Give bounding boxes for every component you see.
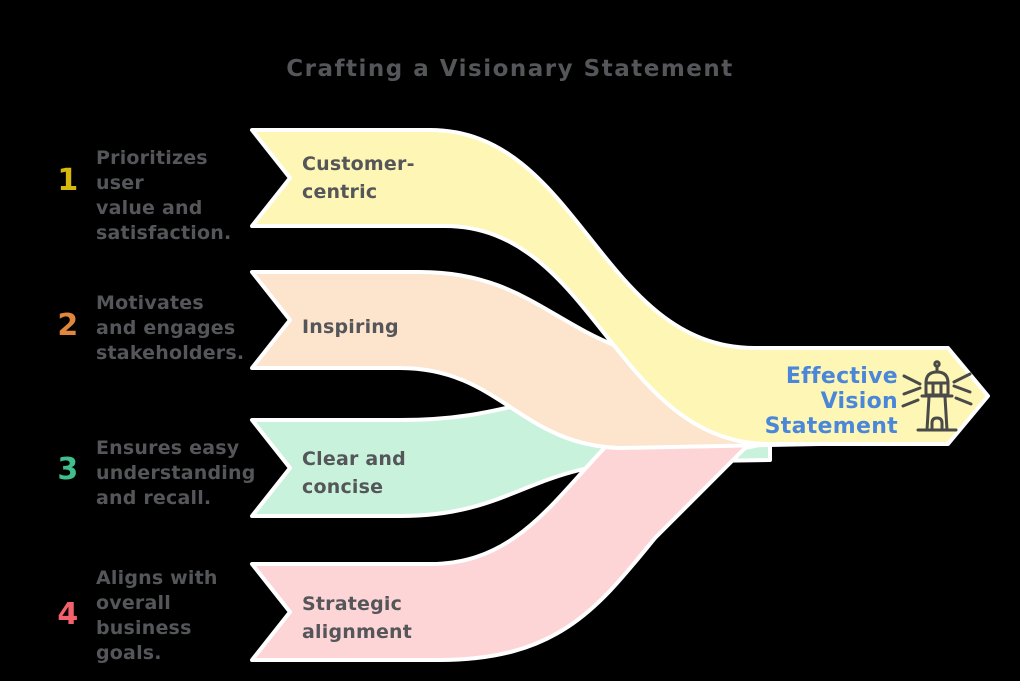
item-description-4: Aligns with overall business goals.	[96, 567, 218, 664]
lighthouse-icon	[901, 360, 973, 432]
item-number-2: 2	[57, 308, 79, 343]
band-label-inspiring: Inspiring	[302, 316, 399, 338]
item-description-2: Motivates and engages stakeholders.	[96, 292, 245, 364]
item-number-3: 3	[57, 452, 79, 487]
band-label-clear-concise: Clear and concise	[302, 448, 406, 498]
item-description-1: Prioritizes user value and satisfaction.	[96, 147, 232, 244]
item-number-4: 4	[57, 597, 79, 632]
item-number-1: 1	[57, 163, 79, 198]
item-description-3: Ensures easy understanding and recall.	[96, 437, 256, 509]
band-customer-centric-arrow-shape	[250, 128, 990, 446]
result-label: Effective Vision Statement	[764, 364, 898, 439]
band-label-strategic-alignment: Strategic alignment	[302, 593, 413, 643]
band-label-customer-centric: Customer- centric	[302, 153, 415, 203]
diagram-title: Crafting a Visionary Statement	[286, 56, 734, 82]
